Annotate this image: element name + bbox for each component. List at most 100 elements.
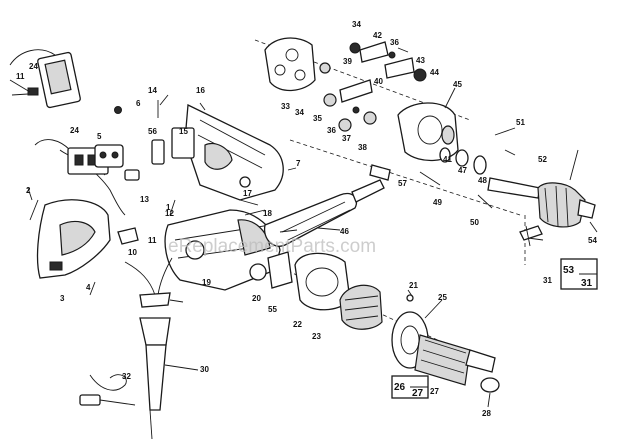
callout-label: 41: [443, 155, 452, 164]
callout-label: 6: [136, 99, 141, 108]
callout-label: 5: [97, 132, 102, 141]
screw: [169, 199, 176, 216]
callout-label: 11: [16, 72, 25, 81]
screw: [89, 281, 96, 296]
boxed-label-bottom: 31: [581, 278, 593, 289]
watermark-text: eReplacementParts.com: [168, 236, 376, 257]
callout-label: 10: [128, 248, 137, 257]
callout-label: 44: [430, 68, 439, 77]
callout-label: 1: [166, 203, 171, 212]
callout-label: 39: [343, 57, 352, 66]
armature: [414, 334, 496, 386]
callout-label: 17: [243, 189, 252, 198]
boxed-label-53: 53 31: [560, 258, 598, 290]
callout-label: 57: [398, 179, 407, 188]
chuck: [537, 182, 596, 228]
callout-label: 31: [543, 276, 552, 285]
switch-detail-inset: [9, 49, 81, 109]
callout-label: 32: [122, 372, 131, 381]
side-handle: [263, 179, 385, 247]
callout-label: 46: [340, 227, 349, 236]
brush-holder-part: [151, 139, 165, 165]
callout-label: 14: [148, 86, 157, 95]
callout-label: 49: [433, 198, 442, 207]
bearing: [338, 118, 352, 132]
callout-label: 2: [26, 186, 31, 195]
gear: [413, 68, 427, 82]
bearing: [249, 263, 267, 281]
switch-assembly: [67, 144, 124, 175]
handle-half-left: [36, 199, 111, 279]
callout-label: 52: [538, 155, 547, 164]
callout-label: 40: [374, 77, 383, 86]
spacer: [369, 164, 391, 181]
callout-label: 19: [202, 278, 211, 287]
callout-label: 25: [438, 293, 447, 302]
screw: [477, 194, 493, 209]
callout-label: 24: [70, 126, 79, 135]
boxed-label-top: 26: [394, 382, 406, 393]
callout-label: 54: [588, 236, 597, 245]
plug: [79, 374, 136, 406]
callout-label: 12: [165, 209, 174, 218]
boxed-label-26: 26 27: [391, 375, 429, 399]
chuck-key-handle: [525, 225, 531, 247]
gear: [323, 93, 337, 107]
washer: [439, 147, 451, 163]
handle-half-upper: [184, 104, 284, 201]
callout-label: 35: [313, 114, 322, 123]
screw: [29, 199, 39, 221]
gear-case-cover: [264, 37, 316, 92]
callout-label: 30: [200, 365, 209, 374]
callout-label: 56: [148, 127, 157, 136]
callout-label: 16: [196, 86, 205, 95]
callout-label: 23: [312, 332, 321, 341]
boxed-label-bottom: 27: [412, 388, 424, 399]
callout-label: 43: [416, 56, 425, 65]
callout-label: 3: [60, 294, 65, 303]
screw: [504, 149, 516, 156]
bearing: [363, 111, 377, 125]
armature-bearing: [480, 377, 500, 393]
field-assembly: [294, 252, 351, 311]
callout-label: 42: [373, 31, 382, 40]
retaining-ring: [352, 106, 360, 114]
power-cord: [124, 257, 173, 439]
baffle-part: [267, 251, 293, 289]
gear: [349, 42, 361, 54]
capacitor-part: [171, 127, 195, 159]
spindle: [487, 177, 541, 199]
callout-label: 4: [86, 283, 91, 292]
callout-label: 33: [281, 102, 290, 111]
callouts: 24 11 24 5 6 14 16 56 15 2 13 12 17 18 1…: [16, 20, 597, 418]
retaining-ring: [388, 51, 396, 59]
leader-lines: [27, 87, 579, 408]
screw: [419, 171, 441, 186]
callout-label: 38: [358, 143, 367, 152]
callout-label: 50: [470, 218, 479, 227]
callout-label: 27: [430, 387, 439, 396]
callout-label: 37: [342, 134, 351, 143]
callout-label: 18: [263, 209, 272, 218]
boxed-label-top: 53: [563, 265, 575, 276]
callout-label: 36: [327, 126, 336, 135]
callout-label: 47: [458, 166, 467, 175]
assembly-guide-line: [289, 139, 521, 216]
callout-label: 28: [482, 409, 491, 418]
gear: [319, 62, 331, 74]
callout-label: 36: [390, 38, 399, 47]
callout-label: 7: [296, 159, 301, 168]
callout-label: 34: [295, 108, 304, 117]
strain-relief-part: [117, 227, 139, 245]
callout-label: 51: [516, 118, 525, 127]
gear-shaft: [359, 41, 389, 63]
callout-label: 34: [352, 20, 361, 29]
spindle-gear: [384, 57, 415, 79]
callout-label: 21: [409, 281, 418, 290]
seal: [455, 149, 469, 167]
field-coil: [339, 284, 383, 330]
terminal-part: [124, 169, 140, 181]
screw: [406, 294, 414, 302]
